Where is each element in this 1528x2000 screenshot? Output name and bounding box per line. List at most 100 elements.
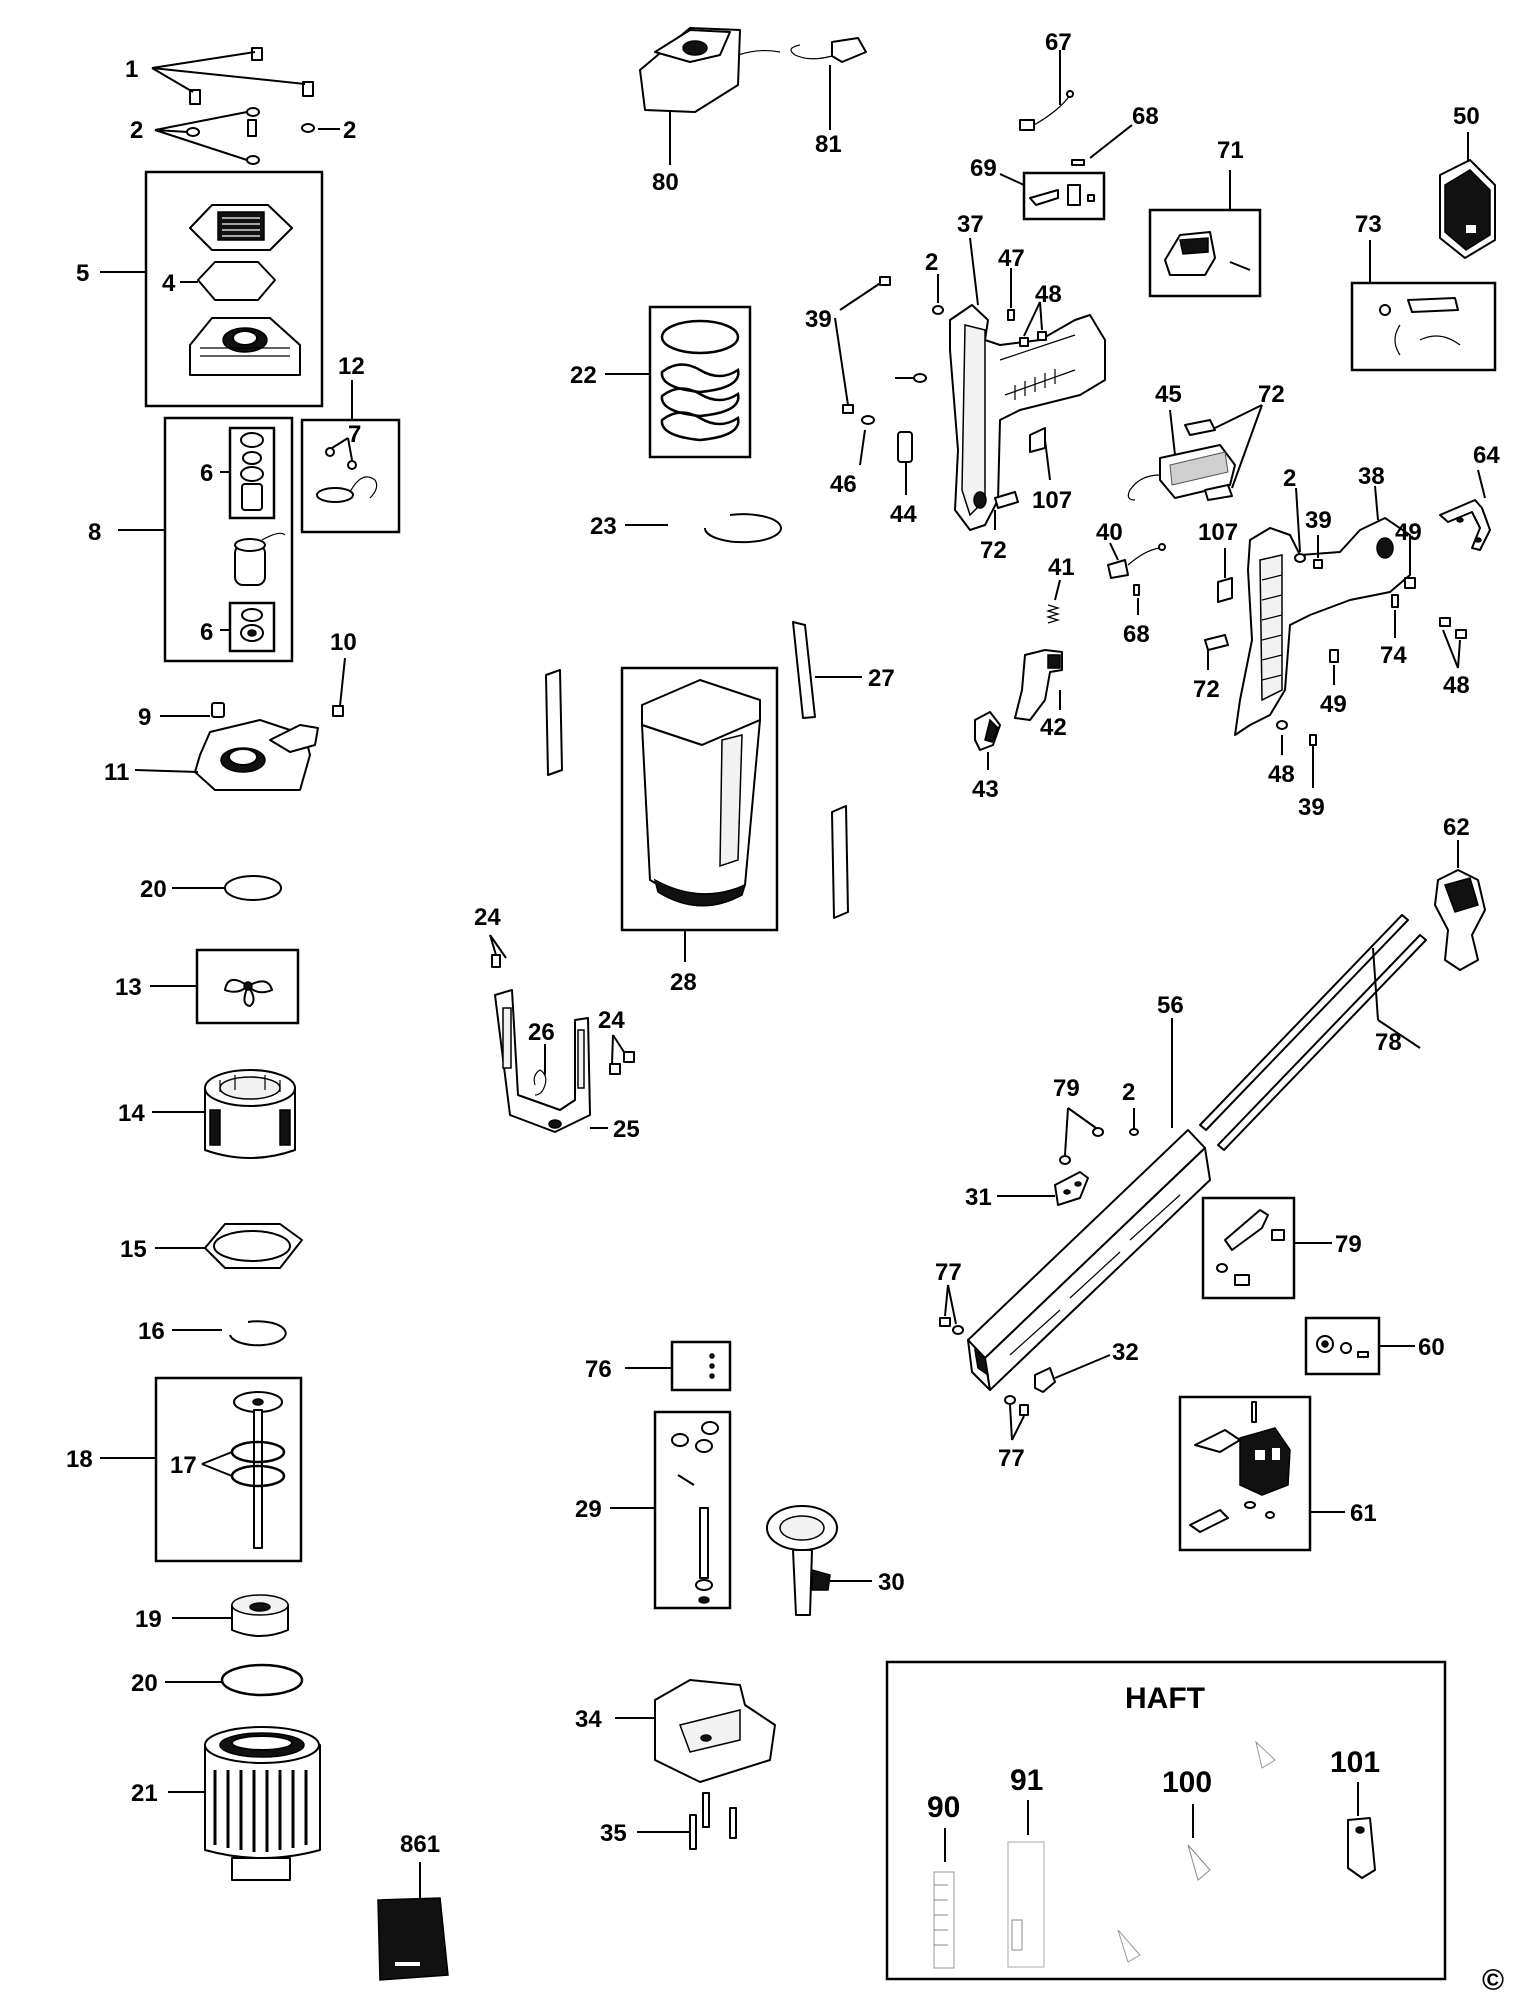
callout-26: 26	[528, 1019, 555, 1046]
part-60-hardware-kit: 60	[1304, 1316, 1445, 1376]
callout-68-bottom: 68	[1123, 621, 1150, 648]
callout-17: 17	[170, 1452, 197, 1479]
part-8-motor-cap-assembly: 8 6 6	[88, 416, 294, 663]
part-30-nose-piece: 30	[766, 1505, 905, 1616]
part-45-motor-brush: 45 72	[1127, 381, 1285, 501]
callout-2-left: 2	[130, 117, 143, 144]
part-23-snap-ring: 23	[590, 513, 782, 544]
callout-31: 31	[965, 1184, 992, 1211]
callout-6-top: 6	[200, 460, 213, 487]
callout-76: 76	[585, 1356, 612, 1383]
callout-73: 73	[1355, 211, 1382, 238]
housing-side-strips	[545, 669, 849, 919]
callout-90: 90	[927, 1791, 960, 1824]
copyright-symbol: ©	[1482, 1964, 1504, 1997]
part-43-trigger: 43	[972, 711, 1001, 803]
callout-19: 19	[135, 1606, 162, 1633]
callout-50: 50	[1453, 103, 1480, 130]
callout-62: 62	[1443, 814, 1470, 841]
callout-48-top: 48	[1035, 281, 1062, 308]
part-37-left-housing: 37	[949, 211, 1106, 531]
callout-77-bottom: 77	[998, 1445, 1025, 1472]
callout-14: 14	[118, 1100, 145, 1127]
callout-61: 61	[1350, 1500, 1377, 1527]
callout-10: 10	[330, 629, 357, 656]
part-47-screw: 47	[998, 245, 1025, 321]
callout-67: 67	[1045, 29, 1072, 56]
callout-1: 1	[125, 56, 138, 83]
callout-107-top: 107	[1032, 487, 1072, 514]
part-64-hanger-bracket: 64	[1439, 442, 1500, 551]
callout-72-right: 72	[1258, 381, 1285, 408]
part-107-tab-top: 107	[1029, 427, 1072, 514]
part-38-right-housing: 38	[1234, 463, 1411, 736]
callout-18: 18	[66, 1446, 93, 1473]
part-50-battery-pack: 50	[1439, 103, 1496, 259]
part-34-belt-hook-base: 34	[575, 1679, 776, 1783]
callout-32: 32	[1112, 1339, 1139, 1366]
callout-77-top: 77	[935, 1259, 962, 1286]
callout-20-top: 20	[140, 876, 167, 903]
part-79-follower-kit: 79	[1201, 1196, 1362, 1300]
part-2-washers: 2 2	[130, 107, 356, 165]
callout-2-right-housing: 2	[1283, 465, 1296, 492]
part-71-trigger-switch-kit: 71	[1148, 137, 1262, 298]
callout-107-right: 107	[1198, 519, 1238, 546]
part-22-piston-rings: 22	[570, 305, 752, 459]
part-19-bearing-seal: 19	[135, 1594, 289, 1637]
callout-2-center: 2	[925, 249, 938, 276]
part-13-fan: 13	[115, 948, 300, 1025]
part-25-bracket: 25 26	[494, 989, 640, 1143]
callout-5: 5	[76, 260, 89, 287]
part-861-manual: 861	[377, 1831, 449, 1981]
callout-16: 16	[138, 1318, 165, 1345]
part-18-piston-assembly: 18 17	[66, 1376, 303, 1563]
part-49-screws: 49 49	[1320, 519, 1422, 718]
part-11-base-plate: 9 10 11	[104, 629, 357, 791]
callout-91: 91	[1010, 1764, 1043, 1797]
callout-4: 4	[162, 270, 176, 297]
part-68-pin-top: 68	[1071, 103, 1159, 166]
part-79-nut-and-2: 79 2	[1053, 1075, 1139, 1165]
callout-30: 30	[878, 1569, 905, 1596]
callout-8: 8	[88, 519, 101, 546]
callout-9: 9	[138, 704, 151, 731]
part-5-top-cap-assembly: 5 4	[76, 170, 324, 408]
part-39-spring-wire: 39	[805, 276, 891, 414]
part-32-latch: 32	[1034, 1339, 1139, 1393]
callout-29: 29	[575, 1496, 602, 1523]
callout-2-right: 2	[343, 117, 356, 144]
callout-49-top: 49	[1395, 519, 1422, 546]
callout-35: 35	[600, 1820, 627, 1847]
part-40-sensor: 40 68	[1096, 519, 1166, 648]
callout-2-magazine: 2	[1122, 1079, 1135, 1106]
callout-25: 25	[613, 1116, 640, 1143]
part-48-39-bottom: 48 39	[1268, 720, 1325, 821]
callout-21: 21	[131, 1780, 158, 1807]
callout-101: 101	[1330, 1746, 1380, 1779]
part-21-motor-housing: 21	[131, 1726, 321, 1881]
callout-79-box: 79	[1335, 1231, 1362, 1258]
part-80-charger: 80	[639, 27, 781, 196]
part-76-label: 76	[585, 1340, 732, 1392]
part-2-and-39-right: 2 39	[1283, 465, 1332, 569]
callout-39-bottom: 39	[1298, 794, 1325, 821]
callout-48-bottom: 48	[1268, 761, 1295, 788]
callout-43: 43	[972, 776, 999, 803]
callout-69: 69	[970, 155, 997, 182]
callout-6-bottom: 6	[200, 619, 213, 646]
part-56-magazine: 56	[967, 992, 1211, 1391]
part-15-gasket: 15	[120, 1223, 303, 1269]
part-1-screws: 1	[125, 47, 314, 105]
part-72-pad-left: 72	[980, 491, 1019, 564]
callout-47: 47	[998, 245, 1025, 272]
callout-64: 64	[1473, 442, 1500, 469]
callout-68-top: 68	[1132, 103, 1159, 130]
part-78-rails: 78	[1199, 914, 1427, 1151]
callout-60: 60	[1418, 1334, 1445, 1361]
callout-41: 41	[1048, 554, 1075, 581]
callout-56: 56	[1157, 992, 1184, 1019]
callout-28: 28	[670, 969, 697, 996]
callout-81: 81	[815, 131, 842, 158]
